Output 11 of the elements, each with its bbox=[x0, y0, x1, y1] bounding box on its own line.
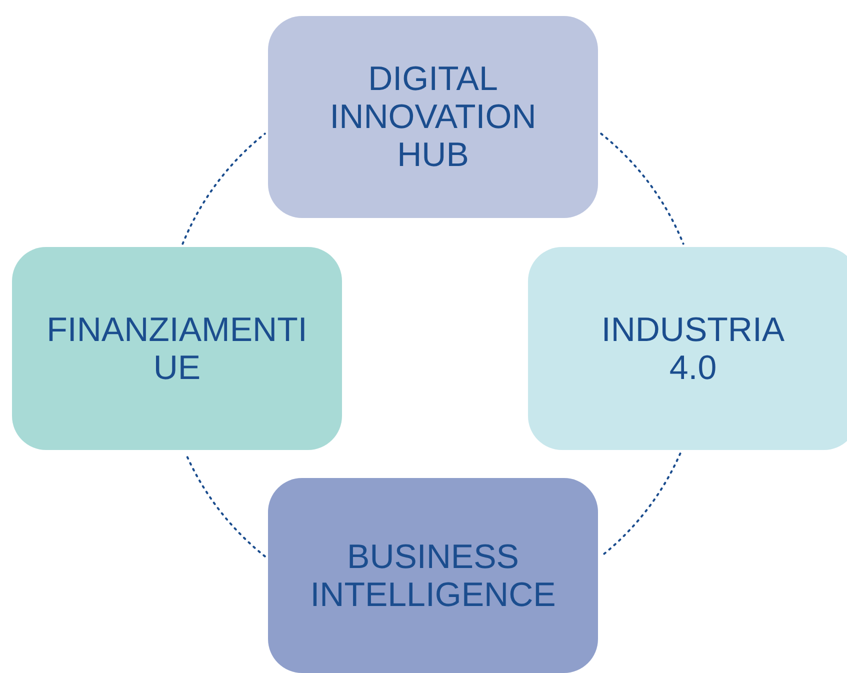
dotted-arc bbox=[600, 452, 682, 558]
box-label: INDUSTRIA 4.0 bbox=[600, 310, 786, 386]
rounded-box bbox=[12, 247, 342, 450]
box-label: FINANZIAMENTI UE bbox=[46, 310, 308, 386]
rounded-box bbox=[268, 478, 598, 673]
box-label: BUSINESS INTELLIGENCE bbox=[309, 538, 557, 614]
box-label: DIGITAL INNOVATION HUB bbox=[328, 60, 538, 174]
rounded-box bbox=[528, 247, 847, 450]
dotted-arc bbox=[600, 132, 684, 245]
dotted-arc bbox=[182, 132, 266, 245]
rounded-box bbox=[268, 16, 598, 218]
